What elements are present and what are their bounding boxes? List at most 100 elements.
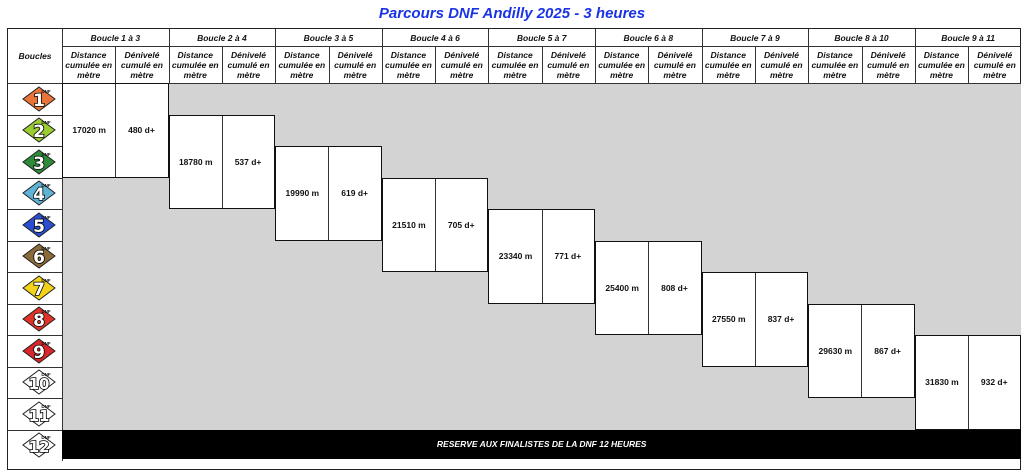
- distance-subheader: Distance cumulée en mètre: [171, 49, 219, 80]
- loop-number: 7: [33, 280, 45, 300]
- loop-number: 10: [29, 375, 50, 393]
- denivele-value: 537 d+: [234, 156, 262, 167]
- sub-divider: [221, 46, 223, 83]
- loops-table: Boucles Boucle 1 à 3 Distance cumulée en m…: [7, 28, 1022, 470]
- left-column-divider: [62, 29, 63, 461]
- distance-value: 23340 m: [489, 210, 543, 303]
- denivele-subheader: Dénivelé cumulé en mètre: [867, 49, 910, 80]
- diamond-shape: [22, 148, 56, 175]
- loop-number: 9: [33, 343, 45, 363]
- sub-divider: [648, 46, 650, 83]
- sub-divider: [115, 46, 117, 83]
- loop-number: 2: [33, 122, 45, 142]
- group-divider: [488, 29, 490, 83]
- row-divider: [8, 398, 62, 399]
- denivele-value: 480 d+: [128, 125, 155, 136]
- row-divider: [8, 335, 62, 336]
- row-divider: [8, 114, 62, 116]
- group-header: Boucle 4 à 6: [410, 32, 460, 43]
- group-divider: [595, 29, 596, 83]
- group-divider: [381, 29, 383, 83]
- denivele-subheader: Dénivelé cumulé en mètre: [440, 49, 483, 80]
- distance-subheader: Distance cumulée en mètre: [704, 49, 752, 80]
- diamond-shape: [22, 85, 56, 112]
- group-divider: [808, 29, 810, 83]
- loop-number: 5: [33, 217, 45, 237]
- diamond-shape: [22, 432, 56, 458]
- row-header-label: Boucles: [18, 51, 52, 61]
- row-divider: [8, 146, 62, 147]
- distance-value: 29630 m: [809, 304, 863, 397]
- denivele-subheader: Dénivelé cumulé en mètre: [227, 49, 270, 80]
- group-header: Boucle 1 à 3: [90, 32, 141, 43]
- sub-divider: [754, 46, 756, 83]
- distance-subheader: Distance cumulée en mètre: [918, 49, 965, 80]
- distance-value: 17020 m: [63, 84, 117, 177]
- distance-value: 19990 m: [276, 147, 330, 240]
- sub-divider: [541, 46, 543, 83]
- dnf-tag: DNF: [41, 404, 50, 409]
- denivele-value: 705 d+: [447, 219, 475, 230]
- denivele-value: 619 d+: [341, 188, 368, 199]
- group-divider: [701, 29, 703, 83]
- dnf-tag: DNF: [41, 309, 50, 314]
- group-header: Boucle 5 à 7: [516, 32, 567, 43]
- diamond-shape: [22, 369, 56, 395]
- group-divider: [275, 29, 277, 83]
- diamond-shape: [22, 180, 56, 206]
- row-divider: [8, 209, 62, 210]
- group-header: Boucle 3 à 5: [303, 32, 354, 43]
- denivele-value: 771 d+: [554, 251, 582, 262]
- diamond-shape: [22, 117, 56, 143]
- row-divider: [8, 366, 62, 368]
- header-bottom-divider: [8, 83, 1022, 84]
- loop-number: 1: [33, 91, 45, 111]
- reserve-banner: RESERVE AUX FINALISTES DE LA DNF 12 HEUR…: [62, 429, 1022, 459]
- denivele-subheader: Dénivelé cumulé en mètre: [120, 49, 163, 80]
- diamond-shape: [22, 274, 56, 301]
- row-divider: [8, 272, 62, 273]
- dnf-tag: DNF: [41, 435, 50, 440]
- row-divider: [8, 303, 62, 305]
- page-title: Parcours DNF Andilly 2025 - 3 heures: [378, 5, 646, 22]
- loop-number: 11: [29, 407, 50, 425]
- group-header: Boucle 6 à 8: [623, 32, 674, 43]
- diamond-shape: [22, 306, 56, 332]
- loop-group-block: 19990 m 619 d+: [275, 146, 382, 241]
- dnf-tag: DNF: [41, 120, 50, 125]
- sub-divider: [435, 46, 437, 83]
- distance-value: 25400 m: [596, 241, 650, 334]
- loop-group-block: 25400 m 808 d+: [595, 240, 702, 335]
- diamond-shape: [22, 211, 56, 238]
- denivele-value: 837 d+: [767, 314, 795, 325]
- distance-subheader: Distance cumulée en mètre: [385, 49, 432, 80]
- distance-value: 31830 m: [916, 336, 970, 429]
- denivele-subheader: Dénivelé cumulé en mètre: [334, 49, 377, 80]
- dnf-tag: DNF: [41, 246, 50, 251]
- distance-subheader: Distance cumulée en mètre: [811, 49, 859, 80]
- distance-subheader: Distance cumulée en mètre: [491, 49, 539, 80]
- group-divider: [168, 29, 170, 83]
- denivele-value: 808 d+: [661, 282, 688, 293]
- diamond-shape: [22, 243, 56, 269]
- diamond-shape: [22, 400, 56, 427]
- denivele-subheader: Dénivelé cumulé en mètre: [973, 49, 1016, 80]
- dnf-tag: DNF: [41, 183, 50, 188]
- row-divider: [8, 240, 62, 242]
- dnf-tag: DNF: [41, 89, 50, 94]
- loop-group-block: 17020 m 480 d+: [62, 83, 169, 178]
- sub-divider: [968, 46, 970, 83]
